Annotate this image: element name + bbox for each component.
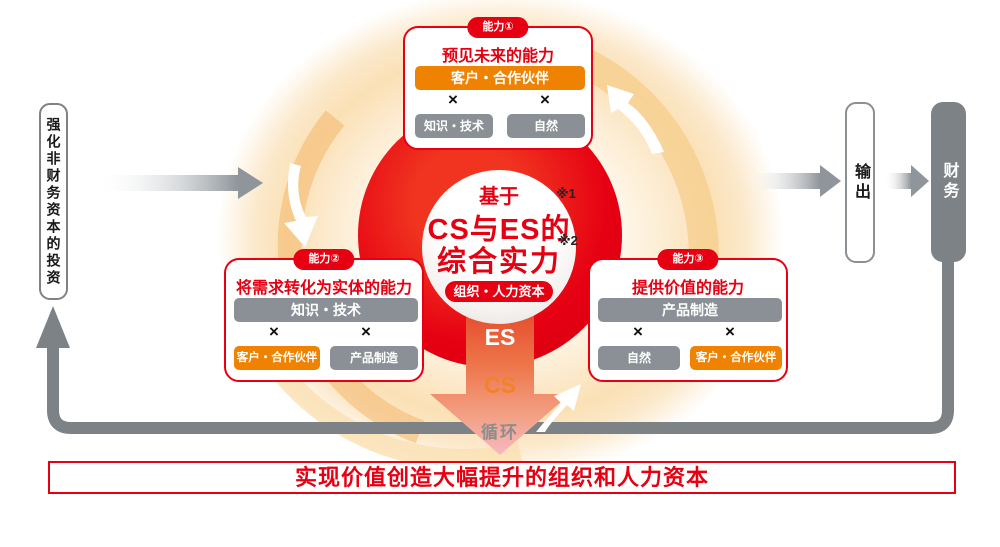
cycle-label-es: ES	[484, 324, 516, 350]
footnote-mark-1: ※1	[556, 186, 576, 201]
capability-2-badge: 能力②	[293, 249, 355, 270]
capability-1-factor-2: 自然	[507, 114, 585, 138]
core-strength-line2: CS与ES的	[427, 214, 571, 246]
capability-card-1: 能力① 预见未来的能力 客户・合作伙伴 × × 知识・技术 自然	[403, 17, 593, 150]
result-banner: 实现价值创造大幅提升的组织和人力资本	[48, 461, 956, 494]
nonfinancial-investment-label: 强化非财务资本的投资	[45, 116, 62, 287]
cycle-down-arrow	[430, 288, 570, 455]
multiply-icon: ×	[725, 322, 735, 341]
feedback-loop-arrowhead	[36, 306, 70, 348]
rotation-arrow-left-icon	[284, 163, 318, 247]
footnote-mark-2: ※2	[558, 233, 578, 248]
capability-1-title: 预见未来的能力	[441, 48, 554, 65]
capability-3-primary: 产品制造	[598, 298, 782, 322]
finance-box: 财务	[931, 102, 966, 262]
multiply-icon: ×	[540, 90, 550, 109]
input-arrow-head	[238, 167, 263, 199]
capability-3-badge: 能力③	[657, 249, 719, 270]
to-finance-arrow-head	[911, 165, 929, 197]
capability-2-factor-2: 产品制造	[330, 346, 418, 370]
capability-1-primary: 客户・合作伙伴	[415, 66, 585, 90]
capability-3-factor-1: 自然	[598, 346, 680, 370]
rotation-arrow-topright-icon	[607, 85, 664, 154]
capability-3-title: 提供价值的能力	[631, 280, 744, 297]
output-box: 输出	[845, 102, 875, 263]
capability-card-3: 能力③ 提供价值的能力 产品制造 × × 自然 客户・合作伙伴	[588, 249, 788, 382]
output-label: 输出	[852, 162, 869, 203]
core-strength-circle: 基于 CS与ES的 综合实力 组织・人力资本	[422, 170, 576, 324]
cycle-label-loop: 循环	[481, 423, 519, 442]
finance-label: 财务	[940, 162, 958, 202]
capability-2-factor-1: 客户・合作伙伴	[234, 346, 320, 370]
capability-1-factor-1: 知识・技术	[415, 114, 493, 138]
to-finance-arrow-body	[885, 173, 911, 189]
multiply-icon: ×	[269, 322, 279, 341]
core-strength-line3: 综合实力	[436, 246, 561, 278]
capability-card-2: 能力② 将需求转化为实体的能力 知识・技术 × × 客户・合作伙伴 产品制造	[224, 249, 424, 382]
capability-1-badge: 能力①	[467, 17, 529, 38]
capability-2-primary: 知识・技术	[234, 298, 418, 322]
input-arrow-body	[95, 175, 238, 191]
nonfinancial-investment-box: 强化非财务资本的投资	[39, 103, 68, 300]
capability-2-title: 将需求转化为实体的能力	[235, 280, 412, 297]
multiply-icon: ×	[633, 322, 643, 341]
core-strength-line1: 基于	[479, 186, 519, 208]
capability-3-factor-2: 客户・合作伙伴	[690, 346, 782, 370]
org-human-capital-pill: 组织・人力资本	[445, 281, 553, 302]
multiply-icon: ×	[361, 322, 371, 341]
multiply-icon: ×	[448, 90, 458, 109]
to-output-arrow-body	[748, 173, 820, 189]
to-output-arrow-head	[820, 165, 841, 197]
cycle-label-cs: CS	[484, 372, 516, 398]
rotation-arrow-bottomright-icon	[536, 384, 581, 432]
